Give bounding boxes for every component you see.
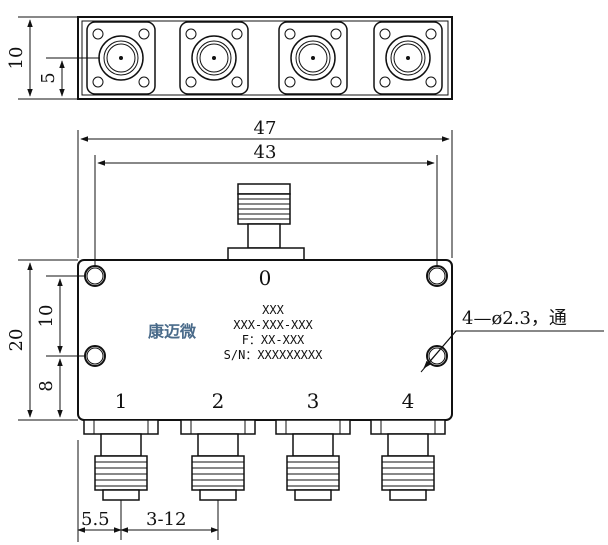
dim-first-offset: 5.5 — [81, 509, 110, 530]
dim-pitch: 3-12 — [146, 509, 186, 530]
label-line-2: XXX-XXX-XXX — [233, 318, 313, 332]
output-connector-1 — [83, 419, 159, 540]
mounting-hole-bottom-left — [84, 345, 106, 367]
output-connector-4 — [370, 419, 446, 501]
front-view: 0 1 2 3 4 康迈微 XXX XXX-XXX-XXX F：XX-XXX S… — [6, 118, 604, 542]
dim-top-center: 5 — [38, 72, 59, 83]
dim-top-height: 10 — [6, 47, 27, 70]
divider-body — [77, 259, 453, 421]
dim-body-height: 20 — [6, 329, 27, 352]
label-line-3: F：XX-XXX — [242, 333, 305, 347]
port-label-2: 2 — [212, 389, 225, 413]
dim-hole-spacing: 43 — [254, 142, 277, 163]
mounting-hole-top-left — [84, 265, 106, 287]
port-label-3: 3 — [307, 389, 320, 413]
top-view: 10 5 — [6, 16, 453, 100]
label-line-4: S/N：XXXXXXXXX — [224, 348, 323, 362]
top-connector-1 — [86, 21, 156, 95]
dim-upper: 10 — [36, 305, 57, 328]
dim-overall-width: 47 — [254, 118, 277, 139]
port-label-4: 4 — [402, 389, 415, 413]
output-connector-2 — [180, 419, 256, 540]
top-connector-2 — [179, 21, 249, 95]
output-connector-3 — [275, 419, 351, 501]
dim-lower: 8 — [36, 380, 57, 391]
input-connector — [227, 183, 305, 261]
port-label-input: 0 — [259, 266, 272, 290]
label-line-1: XXX — [262, 303, 284, 317]
top-connector-3 — [278, 21, 348, 95]
mounting-hole-bottom-right — [426, 345, 448, 367]
top-connector-4 — [373, 21, 443, 95]
port-label-1: 1 — [115, 389, 128, 413]
hole-note: 4—ø2.3，通 — [462, 308, 567, 329]
mounting-hole-top-right — [426, 265, 448, 287]
brand-logo: 康迈微 — [148, 322, 197, 341]
